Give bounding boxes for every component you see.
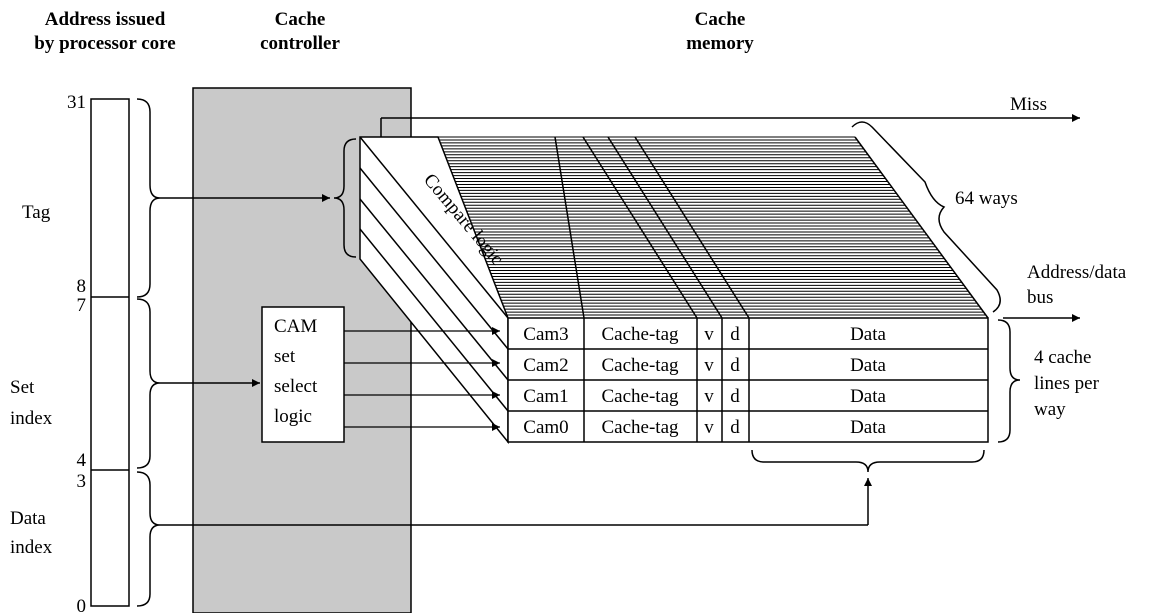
compare-logic-inner-lines xyxy=(359,136,509,412)
way-right-edge xyxy=(854,136,989,319)
cell-v: v xyxy=(704,386,714,407)
cell-tag: Cache-tag xyxy=(601,324,679,345)
cam-logic-line4: logic xyxy=(274,406,312,427)
cam-logic-line2: set xyxy=(274,346,296,367)
address-register xyxy=(90,98,130,607)
cam-set-select-logic-box xyxy=(261,306,345,443)
cache-line-table xyxy=(507,317,989,443)
bus-label-line1: Address/data xyxy=(1027,262,1127,283)
data-index-label-line2: index xyxy=(10,537,53,558)
way-column-divider xyxy=(554,136,585,319)
cell-d: d xyxy=(730,386,740,407)
ways-brace xyxy=(851,121,1001,313)
lines-per-way-line2: lines per xyxy=(1034,373,1100,394)
header-address-line2: by processor core xyxy=(34,33,176,54)
data-index-arrow xyxy=(160,478,872,526)
way-column-divider xyxy=(582,136,698,319)
cell-data: Data xyxy=(850,417,886,438)
bit-0-label: 0 xyxy=(77,596,87,613)
cell-cam: Cam2 xyxy=(523,355,568,376)
cell-d: d xyxy=(730,355,740,376)
header-memory: Cache memory xyxy=(650,8,790,56)
set-index-label-line2: index xyxy=(10,408,53,429)
bit-8-label: 8 xyxy=(77,276,87,297)
cell-d: d xyxy=(730,417,740,438)
lines-per-way-line1: 4 cache xyxy=(1034,347,1091,368)
cell-cam: Cam0 xyxy=(523,417,568,438)
header-controller-line2: controller xyxy=(260,33,340,54)
set-index-label-line1: Set xyxy=(10,377,35,398)
field-braces xyxy=(136,98,161,607)
cell-d: d xyxy=(730,324,740,345)
cell-data: Data xyxy=(850,386,886,407)
cell-cam: Cam1 xyxy=(523,386,568,407)
cell-data: Data xyxy=(850,355,886,376)
miss-line xyxy=(380,114,1080,137)
cell-v: v xyxy=(704,355,714,376)
cam-logic-line3: select xyxy=(274,376,318,397)
data-columns-brace xyxy=(751,449,985,473)
cell-tag: Cache-tag xyxy=(601,386,679,407)
lines-per-way-line3: way xyxy=(1034,399,1066,420)
miss-label: Miss xyxy=(1010,94,1047,115)
data-index-label-line1: Data xyxy=(10,508,46,529)
cell-tag: Cache-tag xyxy=(601,417,679,438)
ways-stack-hatching xyxy=(438,136,989,319)
header-memory-line2: memory xyxy=(686,33,754,54)
lines-per-way-brace xyxy=(997,319,1021,443)
set-select-lines xyxy=(344,327,500,431)
way-column-divider xyxy=(607,136,723,319)
bit-3-label: 3 xyxy=(77,471,87,492)
cell-v: v xyxy=(704,417,714,438)
bus-label-line2: bus xyxy=(1027,287,1053,308)
cell-cam: Cam3 xyxy=(523,324,568,345)
bit-4-label: 4 xyxy=(77,450,87,471)
header-memory-line1: Cache xyxy=(694,9,746,30)
bit-7-label: 7 xyxy=(77,295,87,316)
way-column-divider xyxy=(634,136,750,319)
cell-v: v xyxy=(704,324,714,345)
cam-logic-line1: CAM xyxy=(274,316,317,337)
cell-tag: Cache-tag xyxy=(601,355,679,376)
tag-field-label: Tag xyxy=(22,202,51,223)
header-controller-line1: Cache xyxy=(274,9,326,30)
header-address-line1: Address issued xyxy=(44,9,166,30)
header-address: Address issued by processor core xyxy=(10,8,200,56)
compare-input-brace xyxy=(333,138,357,258)
header-controller: Cache controller xyxy=(230,8,370,56)
bit-31-label: 31 xyxy=(67,92,86,113)
cell-data: Data xyxy=(850,324,886,345)
ways-label: 64 ways xyxy=(955,188,1018,209)
